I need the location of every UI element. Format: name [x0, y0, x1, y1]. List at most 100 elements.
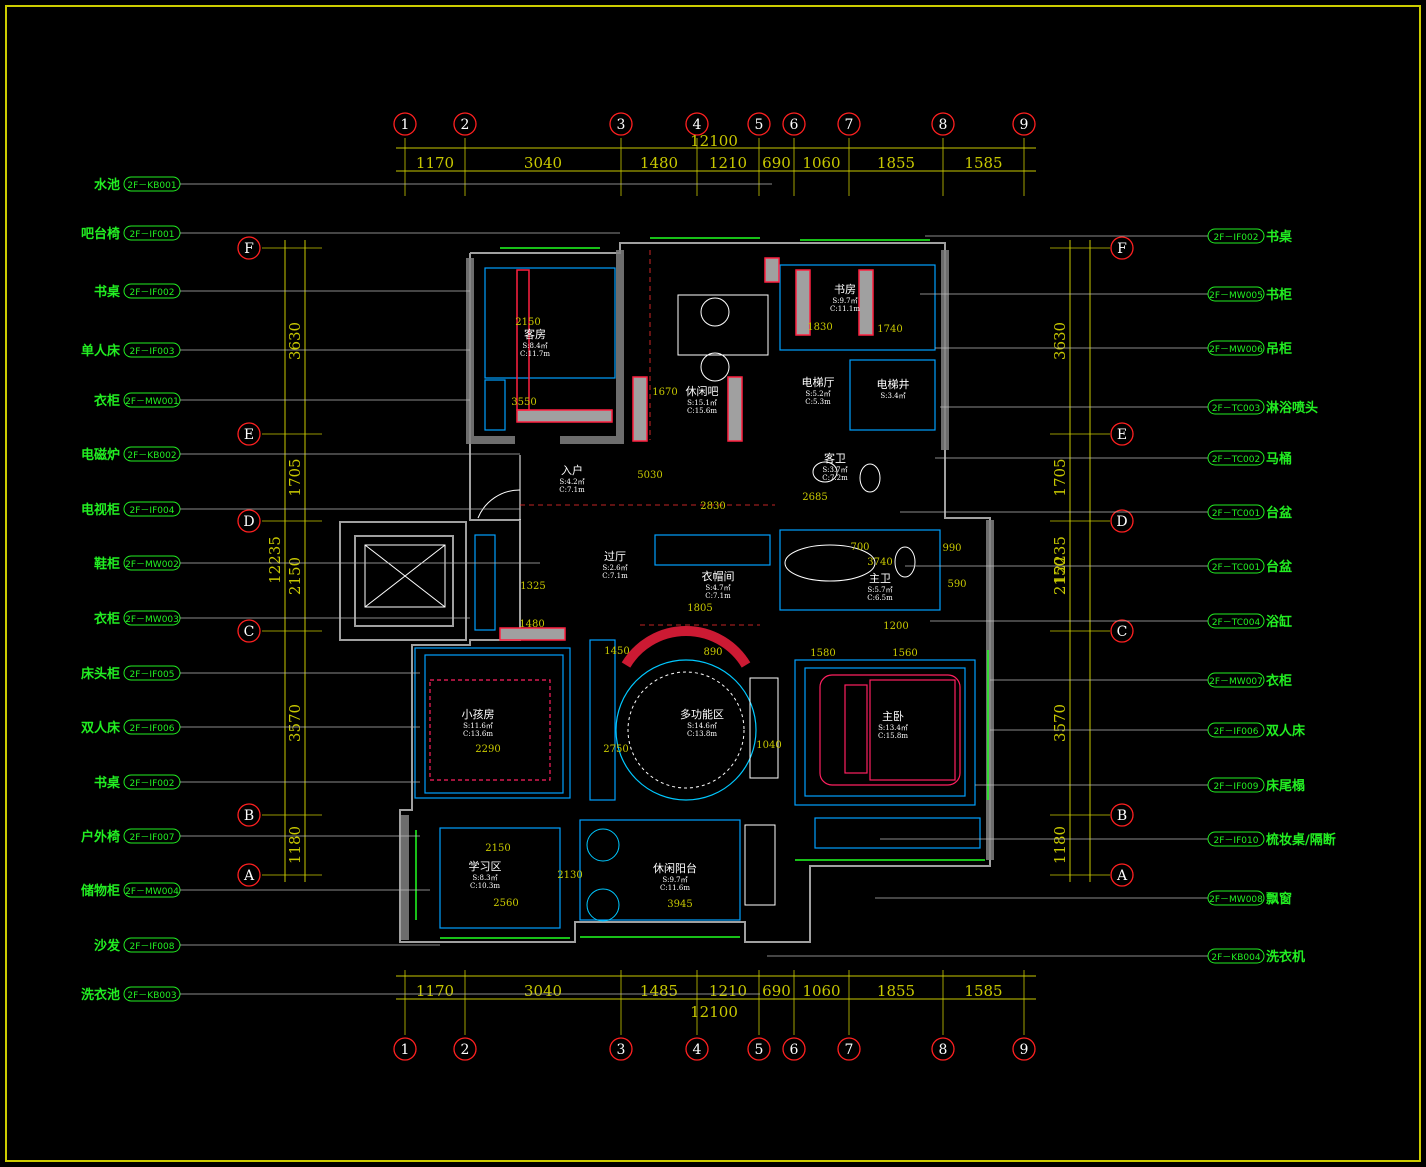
room-height: C:7.2m [822, 474, 848, 482]
callout-code: 2F－IF002 [1214, 233, 1259, 243]
dim-top-seg: 1480 [640, 154, 678, 172]
callout-label: 台盆 [1266, 559, 1293, 575]
axis-right-C-circle [1110, 619, 1134, 643]
axis-left-B: B [244, 808, 254, 824]
axis-bottom-5: 5 [755, 1042, 764, 1058]
room-height: C:7.1m [559, 486, 585, 494]
callout-tag-pill [1207, 672, 1265, 688]
callout-code: 2F－MW008 [1209, 895, 1263, 905]
callout-tag-pill [1207, 558, 1265, 574]
callout-label: 马桶 [1266, 451, 1292, 467]
axis-top-3-circle [609, 112, 633, 136]
dim-top-seg: 1210 [709, 154, 747, 172]
dim-bottom-seg: 1485 [640, 982, 678, 1000]
callout-code: 2F－IF002 [130, 288, 175, 298]
axis-left-A: A [243, 868, 255, 884]
dim-top-seg: 1170 [416, 154, 454, 172]
room-height: C:15.6m [687, 407, 717, 415]
room-area: S:3.4㎡ [880, 392, 905, 400]
room-area: S:8.3㎡ [472, 874, 497, 882]
callout-label: 水池 [94, 177, 120, 193]
dim-right-seg: 1705 [1051, 458, 1069, 496]
callout-code: 2F－MW003 [125, 615, 179, 625]
callout-tag-pill [1207, 399, 1265, 415]
room-height: C:11.7m [520, 350, 550, 358]
room-name: 电梯井 [877, 377, 910, 391]
callout-label: 储物柜 [80, 883, 120, 899]
callout-code: 2F－MW005 [1209, 291, 1263, 301]
interior-dimensions: 2150355016701740183050302830215022901480… [475, 317, 966, 910]
axis-bottom-6: 6 [790, 1042, 799, 1058]
room-labels: 客房S:8.4㎡C:11.7m休闲吧S:15.1㎡C:15.6m书房S:9.7㎡… [462, 283, 910, 892]
interior-dim: 2150 [515, 317, 540, 328]
windows [415, 237, 989, 939]
axis-right-B-circle [1110, 803, 1134, 827]
room-height: C:7.1m [705, 592, 731, 600]
callout-label: 洗衣机 [1266, 949, 1305, 965]
axis-right-F: F [1117, 241, 1127, 257]
callout-label: 洗衣池 [81, 987, 120, 1003]
axis-right-F-circle [1110, 236, 1134, 260]
callout-tag-pill [1207, 890, 1265, 906]
axis-right-A: A [1116, 868, 1128, 884]
interior-dim: 990 [942, 543, 961, 554]
axis-top-2: 2 [461, 117, 470, 133]
axis-top-7: 7 [845, 117, 854, 133]
callout-label: 衣柜 [94, 611, 120, 627]
room-name: 主卧 [882, 710, 904, 723]
axis-bottom-1-circle [393, 1037, 417, 1061]
callout-label: 淋浴喷头 [1266, 400, 1318, 416]
room-name: 客房 [524, 327, 546, 341]
axis-right-C: C [1117, 624, 1128, 640]
callout-label: 书柜 [1266, 287, 1292, 303]
dim-bottom-seg: 1060 [802, 982, 840, 1000]
callout-code: 2F－KB004 [1211, 953, 1260, 963]
interior-dim: 590 [947, 579, 966, 590]
axis-left-F: F [244, 241, 254, 257]
axis-left-C: C [244, 624, 255, 640]
callout-code: 2F－IF010 [1214, 836, 1259, 846]
interior-dim: 1200 [883, 621, 908, 632]
dimension-lines [284, 147, 1091, 1000]
room-area: S:4.7㎡ [705, 584, 730, 592]
axis-top-9-circle [1012, 112, 1036, 136]
room-name: 过厅 [604, 550, 626, 563]
axis-bottom-2: 2 [461, 1042, 470, 1058]
callout-code: 2F－IF001 [130, 230, 175, 240]
callout-label: 衣柜 [1266, 673, 1292, 689]
room-name: 客卫 [824, 451, 846, 465]
callout-label: 户外椅 [81, 829, 120, 845]
room-area: S:11.6㎡ [463, 722, 493, 730]
axis-left-F-circle [237, 236, 261, 260]
axis-bottom-9-circle [1012, 1037, 1036, 1061]
room-area: S:8.4㎡ [522, 342, 547, 350]
callout-code: 2F－IF004 [130, 506, 175, 516]
drawing-frame [5, 5, 1421, 1162]
axis-top-9: 9 [1020, 117, 1029, 133]
callout-code: 2F－IF008 [130, 942, 175, 952]
callout-code: 2F－TC003 [1212, 404, 1260, 414]
